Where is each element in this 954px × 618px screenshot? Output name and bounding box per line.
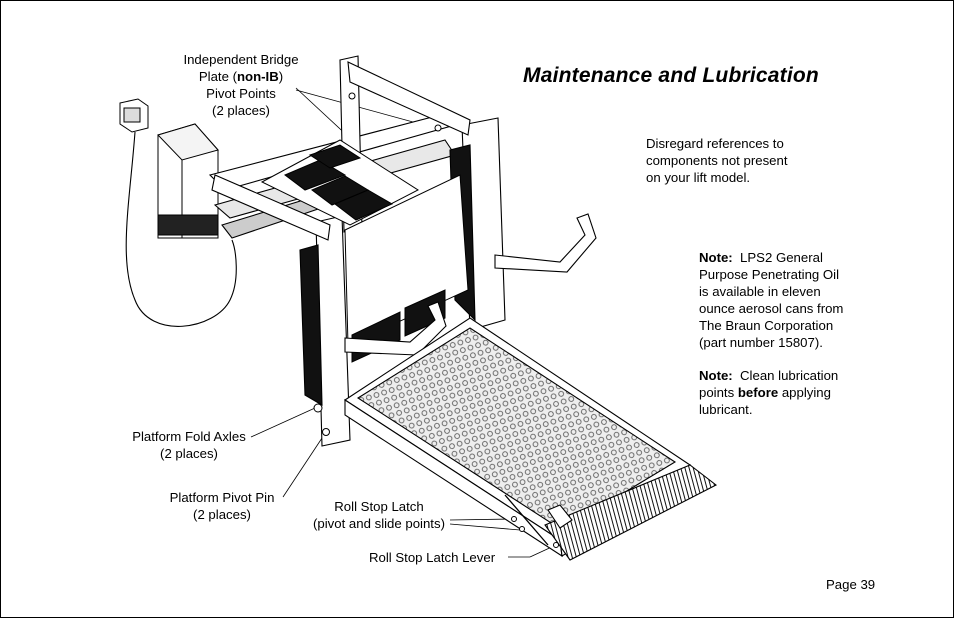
note-text: The Braun Corporation: [699, 317, 834, 333]
leader-lines: [250, 87, 557, 558]
handrails: [344, 213, 597, 356]
callout-text: Independent Bridge: [183, 52, 299, 67]
note-text: applying: [778, 384, 831, 400]
note-text: ounce aerosol cans from: [699, 300, 844, 316]
callout-pivot-pin: Platform Pivot Pin (2 places): [160, 490, 284, 524]
note-label: Note:: [699, 368, 733, 383]
page-number: Page 39: [826, 577, 876, 592]
callout-text: Platform Fold Axles: [132, 429, 246, 444]
note-text: (part number 15807).: [699, 334, 823, 350]
note-text: points: [699, 384, 738, 400]
control-pendant: [119, 98, 237, 327]
callout-text: (2 places): [193, 506, 251, 522]
pump-enclosure: [157, 123, 219, 239]
disregard-note: Disregard references to components not p…: [646, 136, 788, 187]
page-title: Maintenance and Lubrication: [523, 64, 819, 87]
callout-bridge-plate: Independent Bridge Plate (non-IB) Pivot …: [172, 52, 310, 120]
callout-text: Pivot Points: [206, 85, 276, 101]
callout-roll-stop-latch: Roll Stop Latch (pivot and slide points): [303, 499, 455, 533]
clean-note: Note: Clean lubrication points before ap…: [699, 368, 838, 419]
callout-text: Roll Stop Latch: [334, 499, 424, 514]
note-text: is available in eleven: [699, 283, 821, 299]
callout-text: ): [278, 68, 284, 84]
callout-emphasis: non-IB: [236, 68, 279, 84]
note-emphasis: before: [737, 384, 779, 400]
callout-text: (2 places): [212, 102, 270, 118]
note-text: Clean lubrication: [732, 368, 839, 383]
note-text: Purpose Penetrating Oil: [699, 266, 840, 282]
disregard-line: on your lift model.: [646, 169, 751, 185]
bridge-plate: [260, 139, 420, 226]
disregard-line: components not present: [646, 152, 788, 168]
note-label: Note:: [699, 250, 733, 265]
platform: [343, 317, 718, 561]
oil-note: Note: LPS2 General Purpose Penetrating O…: [699, 250, 843, 351]
disregard-line: Disregard references to: [646, 136, 784, 151]
callout-text: (pivot and slide points): [313, 515, 445, 531]
note-text: lubricant.: [699, 401, 753, 417]
note-text: LPS2 General: [732, 250, 823, 265]
callout-text: Plate (: [198, 68, 237, 84]
lift-frame: [208, 55, 506, 447]
callout-roll-stop-lever: Roll Stop Latch Lever: [369, 550, 496, 565]
callout-text: (2 places): [160, 445, 218, 461]
callout-fold-axles: Platform Fold Axles (2 places): [124, 429, 254, 463]
pivot-markers: [313, 92, 559, 548]
callout-text: Platform Pivot Pin: [169, 490, 275, 505]
